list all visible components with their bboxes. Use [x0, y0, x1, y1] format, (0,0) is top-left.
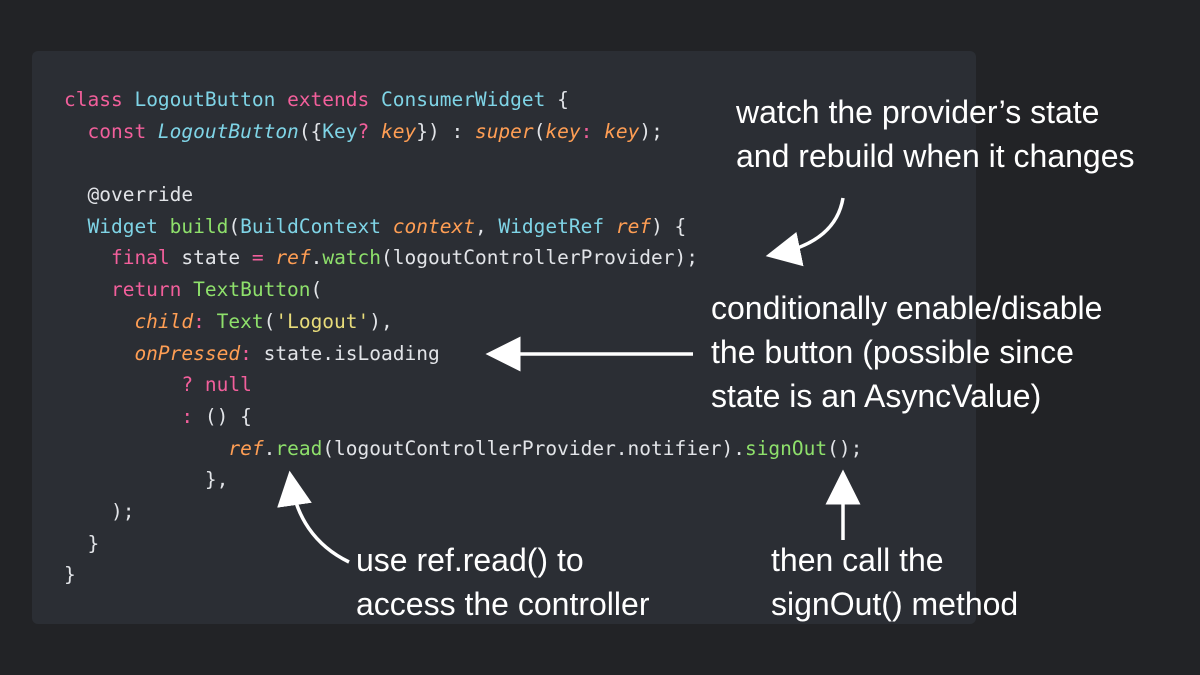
- code-token: LogoutButton: [134, 88, 288, 111]
- code-line: final state = ref.watch(logoutController…: [64, 242, 862, 274]
- code-token: {: [557, 88, 569, 111]
- code-token: LogoutButton: [157, 119, 299, 143]
- code-token: }: [64, 531, 100, 555]
- code-token: context: [392, 214, 475, 238]
- code-token: watch: [322, 246, 382, 270]
- code-token: :: [580, 119, 605, 143]
- code-token: ?: [357, 119, 382, 143]
- code-token: const: [64, 119, 158, 143]
- code-token: () {: [204, 404, 252, 428]
- code-token: 'Logout': [275, 309, 370, 333]
- code-token: Text: [216, 309, 264, 333]
- code-token: },: [64, 468, 229, 492]
- code-token: key: [604, 119, 640, 143]
- code-token: }: [64, 563, 76, 587]
- code-token: Widget: [64, 214, 170, 238]
- code-line: );: [64, 496, 862, 528]
- annotation-read: use ref.read() to access the controller: [356, 542, 650, 622]
- code-token: :: [193, 309, 217, 333]
- code-token: return: [64, 278, 194, 302]
- code-token: );: [64, 499, 135, 523]
- code-token: ref: [275, 246, 311, 270]
- code-token: (: [533, 119, 546, 143]
- code-token: null: [204, 373, 252, 397]
- code-token: (: [228, 214, 241, 238]
- code-line: }: [64, 528, 862, 560]
- code-token: );: [639, 119, 663, 143]
- code-token: WidgetRef: [498, 214, 616, 238]
- code-token: state.isLoading: [263, 341, 440, 365]
- code-token: signOut: [744, 436, 828, 460]
- code-token: ),: [369, 309, 393, 333]
- code-token: key: [381, 119, 417, 143]
- code-token: .: [263, 436, 276, 460]
- code-token: ConsumerWidget: [381, 88, 558, 111]
- code-line: Widget build(BuildContext context, Widge…: [64, 211, 862, 243]
- code-token: final: [64, 246, 182, 270]
- code-token: ,: [474, 214, 499, 238]
- code-token: @override: [64, 183, 194, 207]
- code-line: : () {: [64, 401, 862, 433]
- code-token: ref: [615, 214, 652, 238]
- annotation-watch: watch the provider’s state and rebuild w…: [736, 94, 1135, 174]
- code-line: ref.read(logoutControllerProvider.notifi…: [64, 433, 862, 465]
- code-token: build: [169, 214, 229, 238]
- code-line: ? null: [64, 369, 862, 401]
- code-token: }) :: [416, 119, 475, 143]
- code-line: onPressed: state.isLoading: [64, 338, 862, 370]
- code-token: TextButton: [193, 278, 311, 302]
- code-token: (logoutControllerProvider.notifier).: [322, 436, 745, 460]
- code-line: }: [64, 559, 862, 591]
- code-token: read: [275, 436, 323, 460]
- code-token: onPressed: [64, 341, 241, 365]
- code-token: state: [181, 246, 252, 270]
- code-token: ref: [64, 436, 264, 460]
- code-token: Key: [322, 119, 358, 143]
- code-token: :: [240, 341, 264, 365]
- code-token: ?: [64, 373, 205, 397]
- code-line: },: [64, 464, 862, 496]
- code-line: class LogoutButton extends ConsumerWidge…: [64, 84, 862, 116]
- arrow-read: [277, 470, 350, 564]
- code-token: super: [474, 119, 534, 143]
- code-token: ({: [298, 119, 323, 143]
- arrow-watch: [765, 197, 845, 267]
- code-token: .: [310, 246, 323, 270]
- code-token: child: [64, 309, 194, 333]
- code-token: =: [251, 246, 276, 270]
- annotation-conditional: conditionally enable/disable the button …: [711, 290, 1103, 414]
- code-token: extends: [287, 88, 381, 111]
- code-block: class LogoutButton extends ConsumerWidge…: [64, 84, 862, 591]
- annotation-signout: then call the signOut() method: [771, 542, 1019, 622]
- code-token: ();: [827, 436, 863, 460]
- code-token: class: [64, 88, 135, 111]
- code-token: ) {: [651, 214, 687, 238]
- code-line: child: Text('Logout'),: [64, 306, 862, 338]
- code-token: key: [545, 119, 581, 143]
- code-line: @override: [64, 179, 862, 211]
- code-token: (: [310, 278, 323, 302]
- code-line: return TextButton(: [64, 274, 862, 306]
- code-token: (: [263, 309, 276, 333]
- code-line: const LogoutButton({Key? key}) : super(k…: [64, 116, 862, 148]
- code-token: (logoutControllerProvider);: [381, 246, 699, 270]
- code-token: BuildContext: [240, 214, 393, 238]
- code-token: :: [64, 404, 205, 428]
